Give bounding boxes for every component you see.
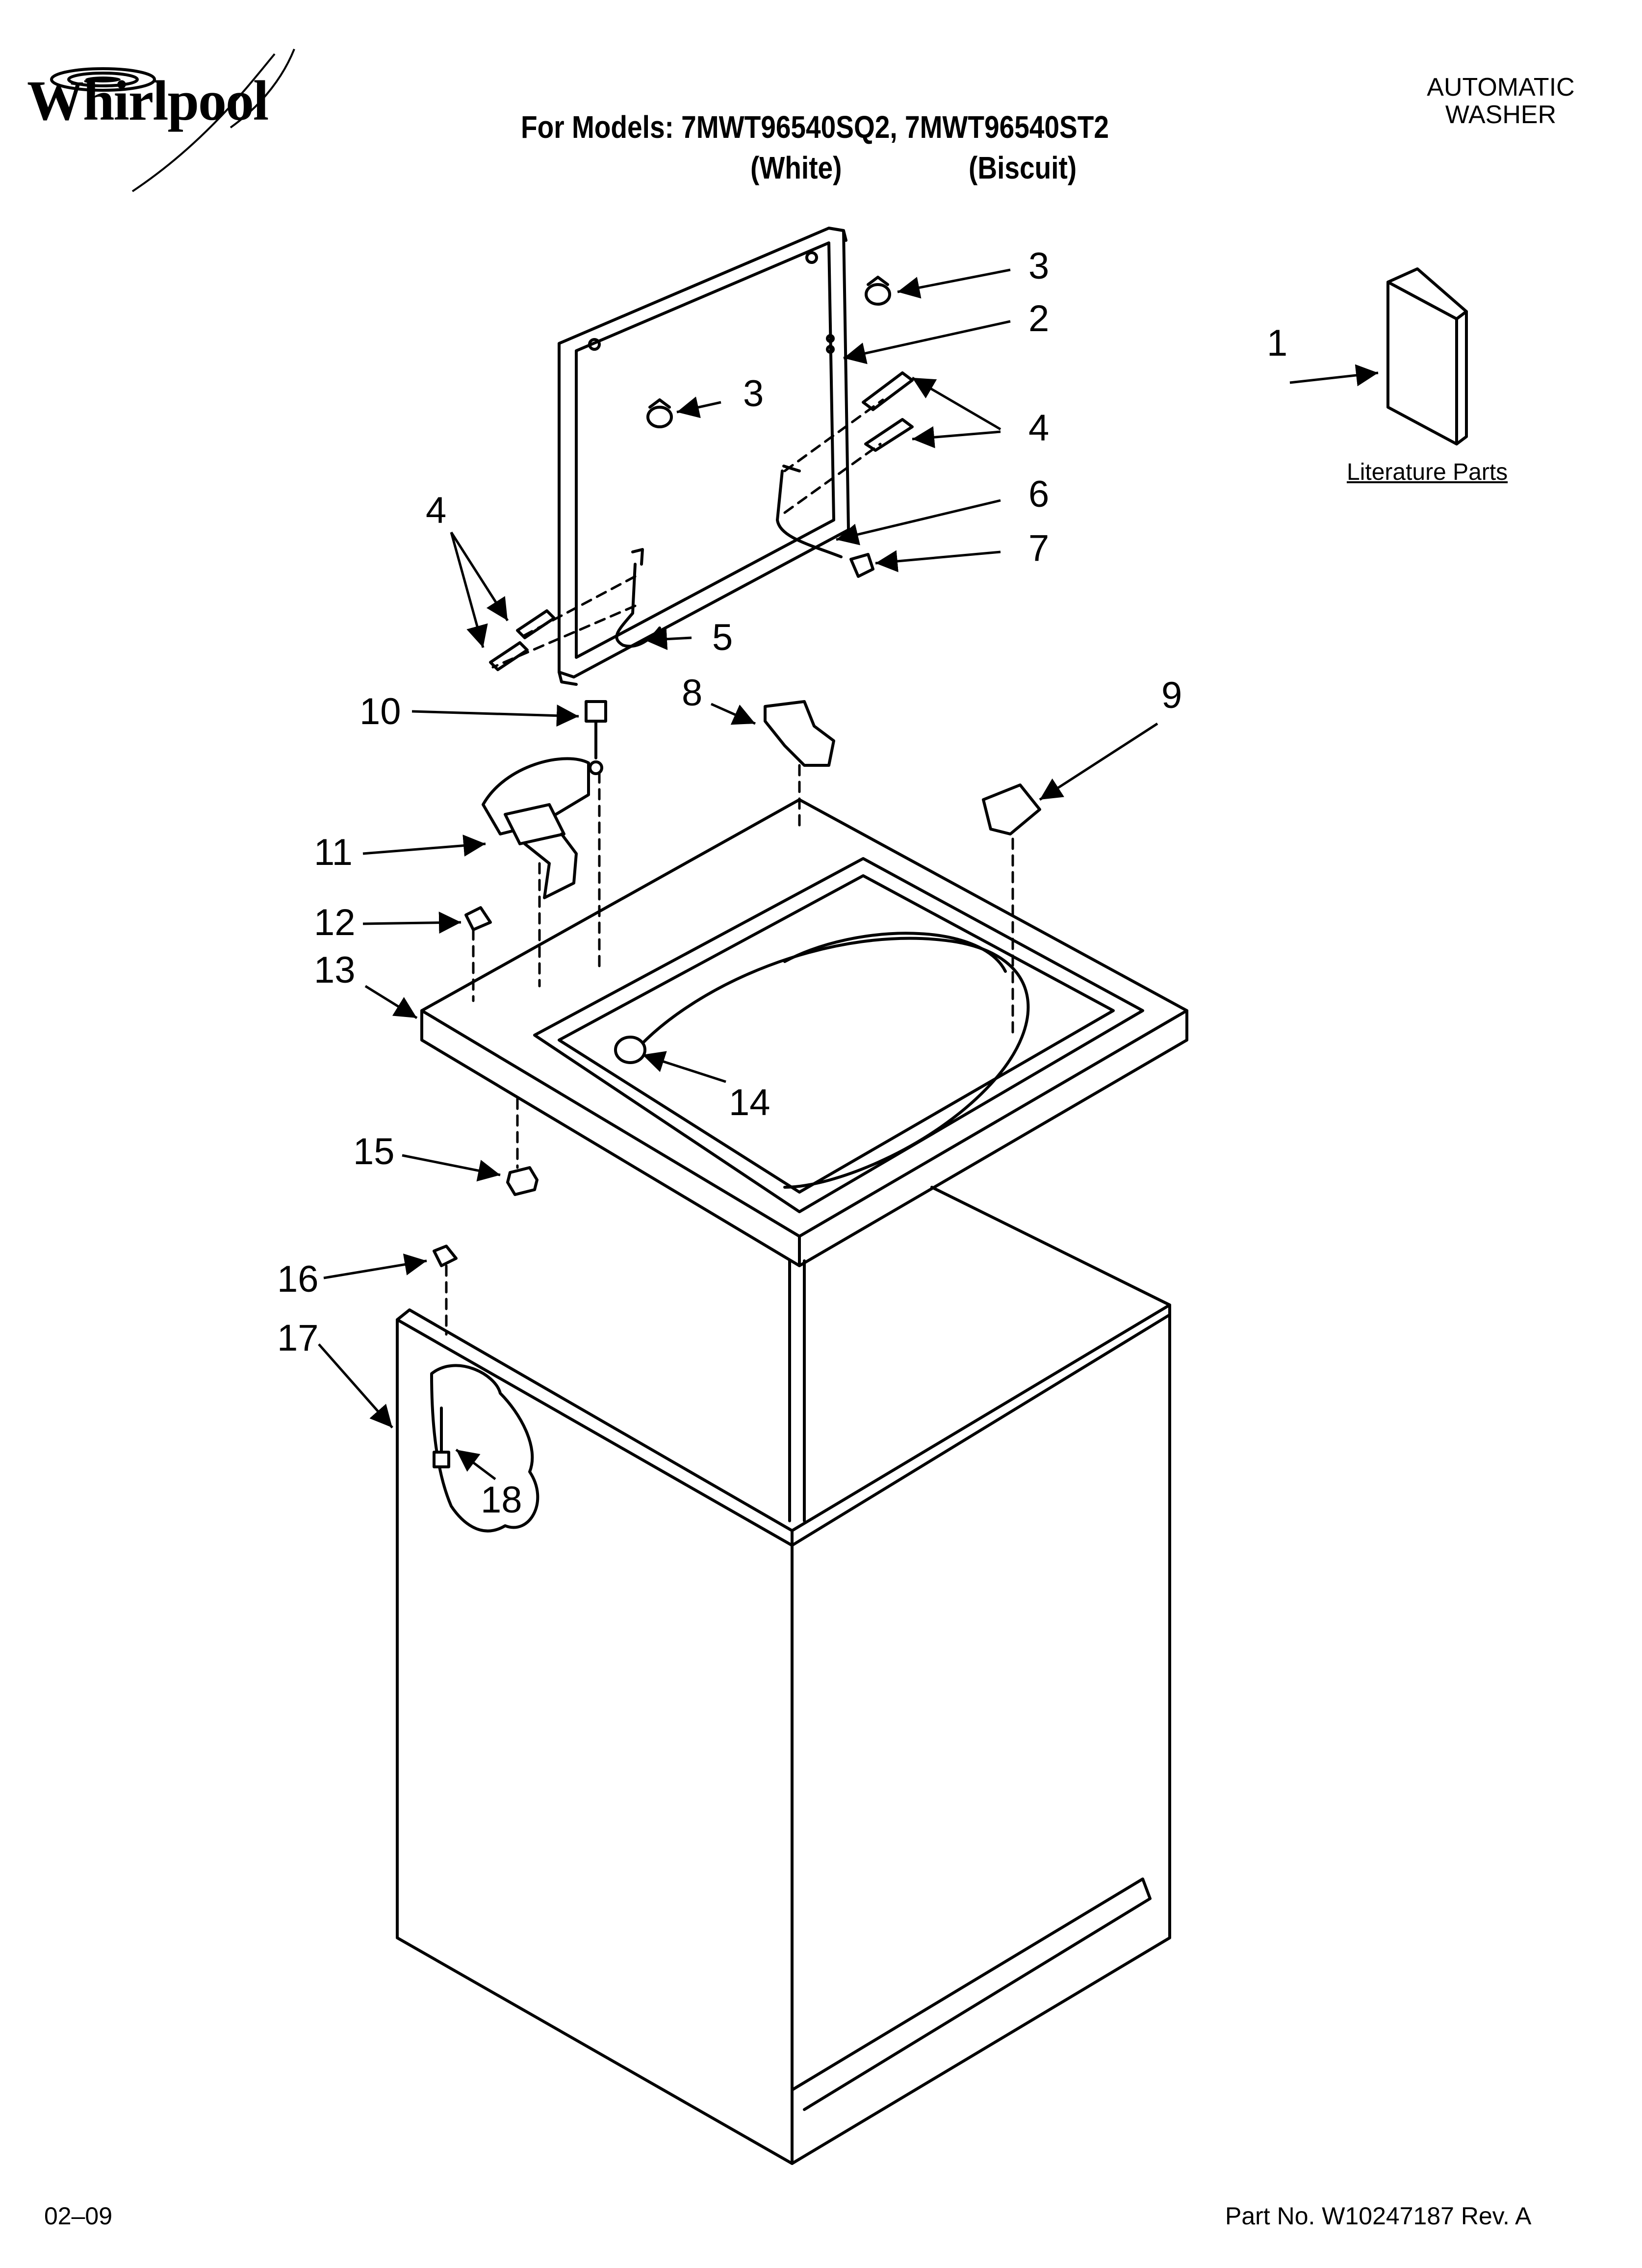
callout-6: 6 (1028, 473, 1050, 515)
cabinet (396, 1186, 1171, 2165)
callout-8: 8 (682, 672, 703, 714)
date-code: 02–09 (44, 2202, 113, 2230)
clip-nut (464, 906, 492, 931)
callout-2: 2 (1028, 298, 1050, 339)
literature-booklet (1386, 267, 1468, 445)
top-panel-nut (506, 1166, 539, 1196)
color-biscuit-label: (Biscuit) (969, 150, 1077, 185)
callout-3-upper: 3 (1028, 245, 1050, 287)
callout-11: 11 (314, 832, 353, 873)
callout-14: 14 (729, 1082, 770, 1123)
alignment-lines (445, 398, 1014, 1336)
appliance-type: AUTOMATIC WASHER (1427, 73, 1575, 129)
callout-10: 10 (359, 691, 401, 732)
lid-switch (482, 757, 590, 899)
callout-17: 17 (277, 1317, 319, 1359)
top-panel (420, 798, 1188, 1267)
lid-switch-screw (585, 700, 607, 775)
hinge-nut (849, 553, 874, 578)
part-number: Part No. W10247187 Rev. A (1225, 2202, 1532, 2230)
callout-15: 15 (353, 1131, 395, 1173)
callout-5: 5 (712, 617, 733, 658)
callout-18: 18 (481, 1479, 522, 1521)
brand-name: Whirlpool (27, 70, 269, 132)
callout-7: 7 (1028, 527, 1050, 569)
hinge-screws-left (489, 609, 556, 671)
lid-bumper-upper (865, 276, 891, 306)
lid-hinge-clip (764, 700, 835, 767)
callout-16: 16 (277, 1258, 319, 1300)
leader-arrows (318, 268, 1379, 1480)
whirlpool-logo-icon (50, 49, 295, 192)
color-white-label: (White) (750, 150, 842, 185)
models-title: For Models: 7MWT96540SQ2, 7MWT96540ST2 (521, 109, 1109, 145)
callout-3-lower: 3 (743, 373, 764, 415)
hinge-screws-right (862, 371, 914, 452)
cabinet-clip (433, 1245, 458, 1267)
callout-4-right: 4 (1028, 407, 1050, 449)
callout-12: 12 (314, 902, 356, 943)
callout-9: 9 (1161, 675, 1182, 716)
callout-13: 13 (314, 949, 356, 991)
lid-bumper-lower (646, 398, 673, 428)
callout-1: 1 (1267, 322, 1288, 364)
literature-parts-label: Literature Parts (1347, 459, 1508, 485)
lid-switch-cap (982, 783, 1041, 835)
callout-4-left: 4 (426, 490, 447, 531)
tub-bumper (614, 1036, 646, 1064)
